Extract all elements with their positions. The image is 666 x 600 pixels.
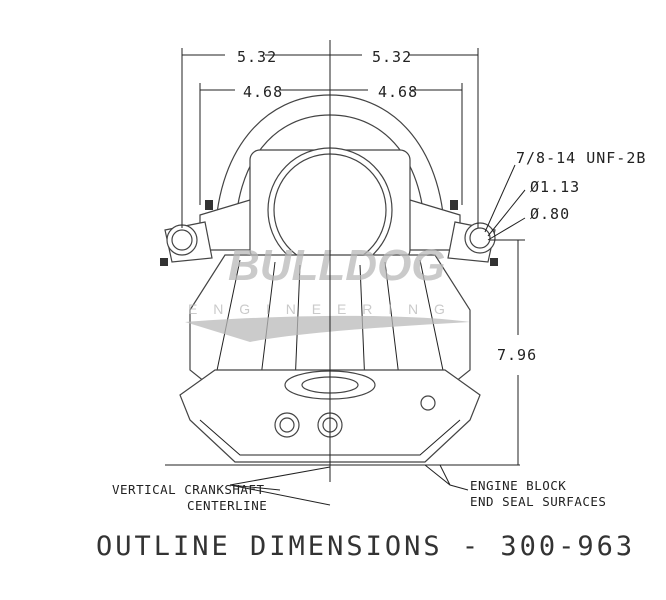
thread-callout: 7/8-14 UNF-2B bbox=[516, 149, 646, 167]
dim-5-32-left: 5.32 bbox=[237, 48, 277, 66]
seal-label-line1: ENGINE BLOCK bbox=[470, 478, 566, 493]
bulldog-engineering-watermark: BULLDOG E N G I N E E R I N G bbox=[185, 241, 470, 342]
dim-7-96-height: 7.96 bbox=[497, 346, 537, 364]
dia-1-13-callout: Ø1.13 bbox=[530, 178, 580, 196]
centerline-label-line2: CENTERLINE bbox=[187, 498, 267, 513]
watermark-sub: E N G I N E E R I N G bbox=[188, 301, 451, 317]
watermark-brand: BULLDOG bbox=[228, 241, 446, 290]
dim-4-68-right: 4.68 bbox=[378, 83, 418, 101]
dimension-lines bbox=[181, 48, 526, 506]
dim-4-68-left: 4.68 bbox=[243, 83, 283, 101]
dia-80-callout: Ø.80 bbox=[530, 205, 570, 223]
dim-5-32-right: 5.32 bbox=[372, 48, 412, 66]
drawing-title: OUTLINE DIMENSIONS - 300-963 bbox=[96, 531, 635, 562]
seal-label-line2: END SEAL SURFACES bbox=[470, 494, 606, 509]
centerline-label-line1: VERTICAL CRANKSHAFT bbox=[112, 482, 265, 497]
